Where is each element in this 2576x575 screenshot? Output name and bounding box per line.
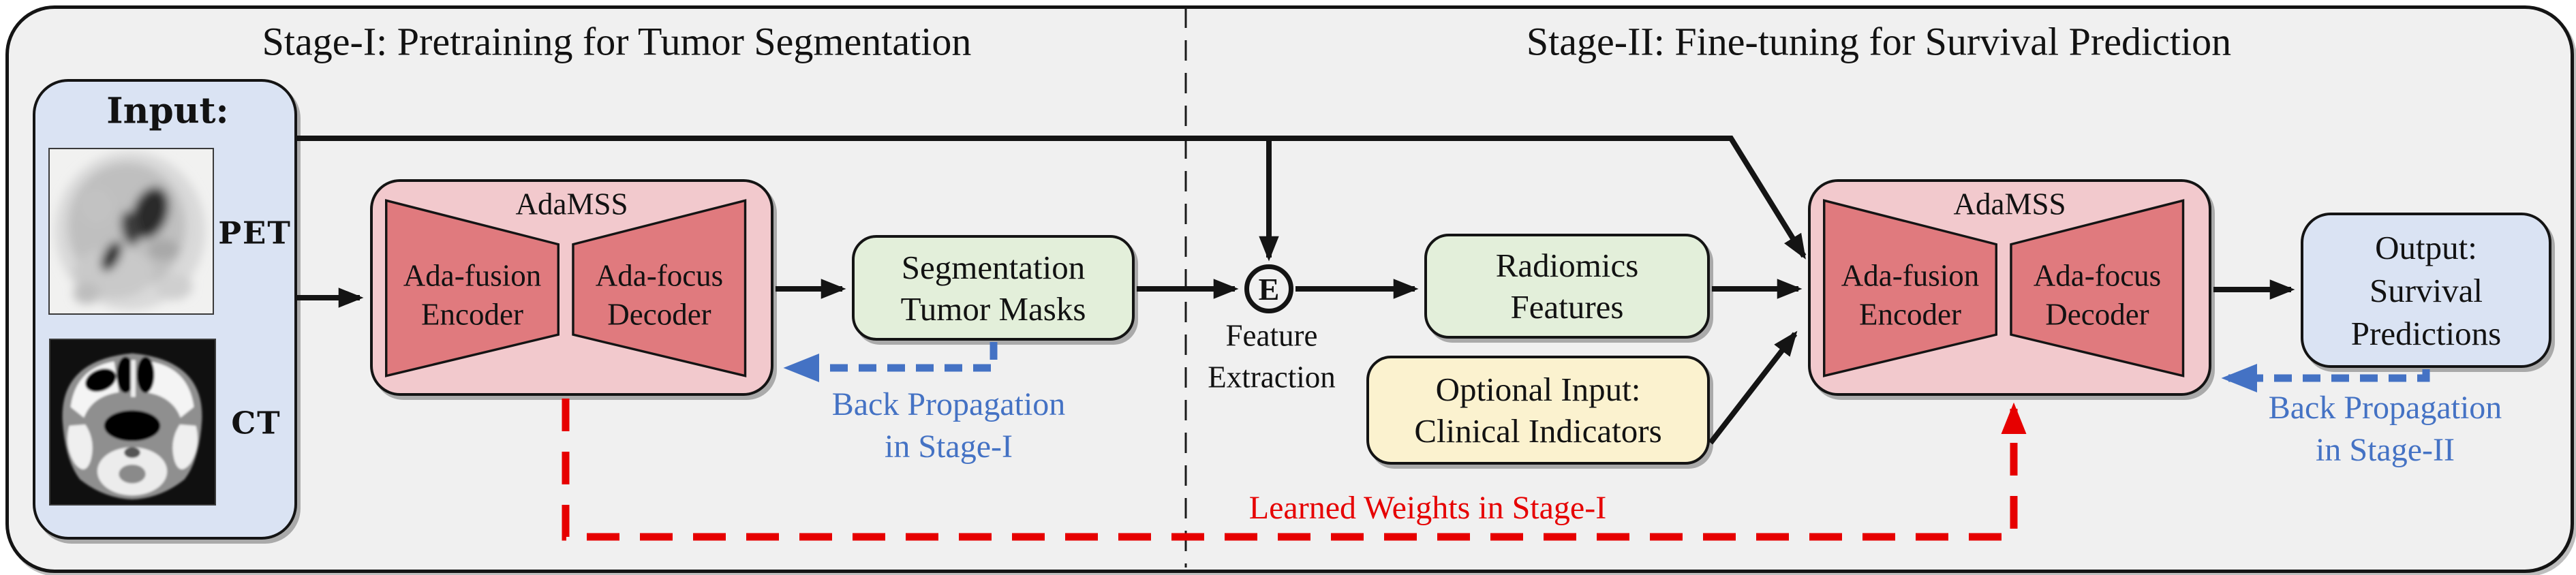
decoder-label-line1: Ada-focus <box>2033 258 2162 293</box>
feature-extraction-line2: Extraction <box>1208 360 1336 394</box>
adamss-title: AdaMSS <box>1953 186 2066 221</box>
ct-anatomy <box>62 353 202 500</box>
adamss-title: AdaMSS <box>515 186 628 221</box>
optional-input-box: Optional Input: Clinical Indicators <box>1366 356 1710 465</box>
pet-image <box>48 148 214 315</box>
radiomics-features-box: Radiomics Features <box>1424 234 1710 339</box>
ct-label: CT <box>231 405 281 441</box>
segmentation-line1: Segmentation <box>901 248 1086 286</box>
backprop-stage1-line1: Back Propagation <box>831 386 1066 422</box>
adamss-module-stage2: AdaMSS Ada-fusion Encoder Ada-focus Deco… <box>1808 179 2211 396</box>
encoder-label-line1: Ada-fusion <box>403 258 542 293</box>
learned-weights-label: Learned Weights in Stage-I <box>1248 489 1607 526</box>
stage2-title: Stage-II: Fine-tuning for Survival Predi… <box>1526 19 2232 64</box>
feature-extraction-line1: Feature <box>1225 318 1318 353</box>
encoder-label-line1: Ada-fusion <box>1841 258 1980 293</box>
ct-image <box>49 339 216 506</box>
output-line3: Predictions <box>2350 314 2502 352</box>
decoder-label-line1: Ada-focus <box>595 258 724 293</box>
encoder-label-line2: Encoder <box>1859 297 1961 332</box>
decoder-trapezoid <box>2010 199 2185 377</box>
backprop-stage2-line1: Back Propagation <box>2268 389 2502 426</box>
input-label: Input: <box>106 90 229 132</box>
input-box: Input: PET <box>33 79 297 540</box>
feature-extraction-symbol: E <box>1258 271 1280 307</box>
encoder-label-line2: Encoder <box>421 297 523 332</box>
adamss-trapezoids <box>1823 199 2185 377</box>
output-line1: Output: <box>2375 228 2477 266</box>
output-box: Output: Survival Predictions <box>2301 213 2551 368</box>
pet-label: PET <box>218 215 292 251</box>
optional-line2: Clinical Indicators <box>1414 412 1662 450</box>
radiomics-line1: Radiomics <box>1495 247 1639 284</box>
segmentation-line2: Tumor Masks <box>900 290 1086 328</box>
decoder-label-line2: Decoder <box>2045 297 2149 332</box>
encoder-trapezoid <box>1823 199 1997 377</box>
output-line2: Survival <box>2369 271 2483 309</box>
feature-extraction-icon: E <box>1244 264 1293 313</box>
segmentation-masks-box: Segmentation Tumor Masks <box>852 235 1135 341</box>
pet-blobs <box>55 151 206 311</box>
radiomics-line2: Features <box>1510 288 1624 326</box>
adamss-module-stage1: AdaMSS Ada-fusion Encoder Ada-focus Deco… <box>370 179 773 396</box>
backprop-stage2-line2: in Stage-II <box>2316 431 2455 468</box>
optional-line1: Optional Input: <box>1435 371 1641 408</box>
decoder-label-line2: Decoder <box>607 297 711 332</box>
stage1-title: Stage-I: Pretraining for Tumor Segmentat… <box>262 19 972 64</box>
backprop-stage1-line2: in Stage-I <box>885 428 1013 465</box>
